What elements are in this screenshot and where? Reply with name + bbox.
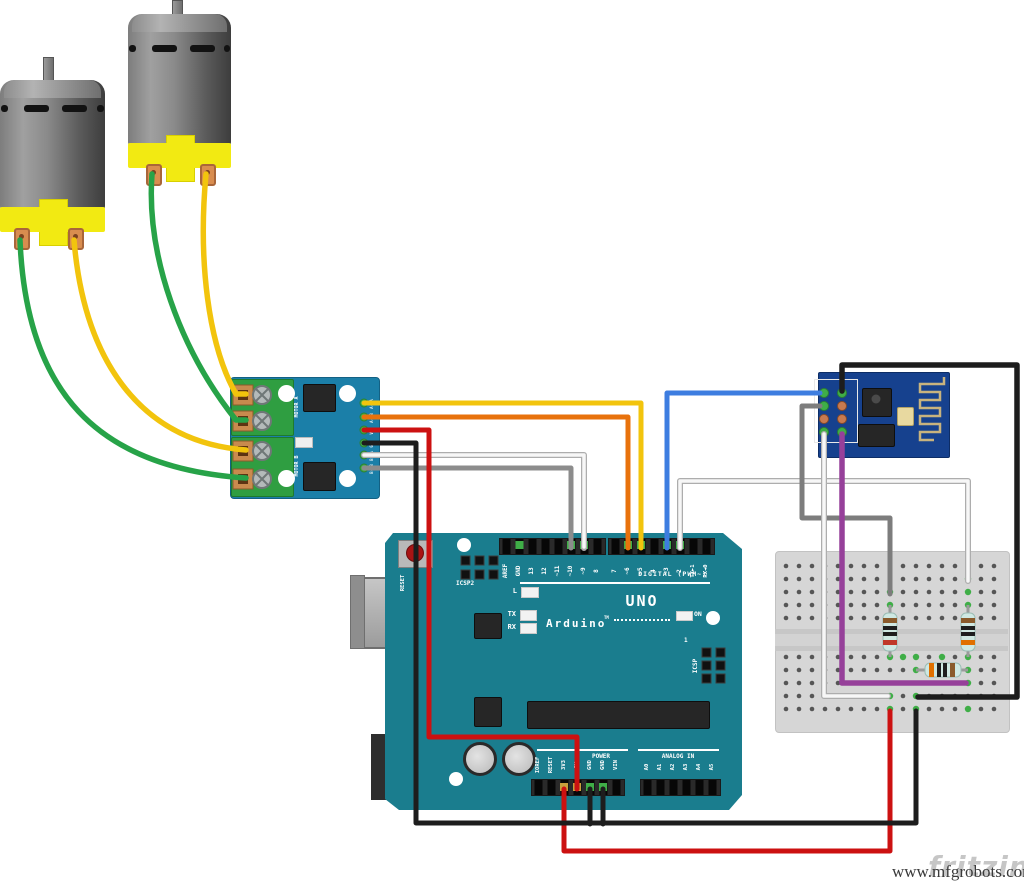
led-l [521,587,539,598]
wire-motor1-yellow [71,237,249,453]
pin1-label: 1 [684,637,688,644]
icsp-label: ICSP [692,658,699,674]
motor1-terminal-left [14,228,30,250]
wire-blue-d3-esp [664,390,823,551]
motor2-terminal-left [146,164,162,186]
icsp2-label: ICSP2 [456,580,475,587]
led-rx [520,623,537,634]
wire-yellow-d5 [361,400,644,551]
uno-model: UNO [625,592,659,610]
esp-pin-header [814,379,858,443]
site-watermark: www.mfgrobots.com [892,862,1024,881]
capacitor-2 [502,742,536,776]
wire-motor1-green [17,237,249,481]
power-header [531,779,625,796]
esp-chip [862,388,892,417]
digital-header-right [608,538,715,555]
usb-interface-chip [474,613,502,639]
reset-label: RESET [400,574,406,592]
analog-header [640,779,721,796]
motor1-cap [4,80,101,98]
esp-flash-chip [858,424,895,447]
motor2-body [128,14,231,148]
arduino-tm: TM [604,615,609,620]
fritzing-watermark: fritzing [928,850,1024,883]
wire-orange-d6 [361,414,631,551]
esp-crystal [897,407,914,426]
led-on [676,611,693,621]
motor2-base [128,143,231,168]
motor2-cap [132,14,227,32]
arduino-brand: Arduino [546,617,607,630]
motor1-body [0,80,105,212]
led-tx [520,610,537,621]
terminal-block-motor-b [231,437,294,497]
motor1-base [0,207,105,232]
atmega-chip [527,701,710,729]
driver-ic-2 [303,462,336,491]
motor-b-label: MOTOR B [294,455,300,477]
motor1-terminal-right [68,228,84,250]
driver-ic-1 [303,384,336,412]
digital-header-left [499,538,606,555]
motor2-terminal-right [200,164,216,186]
wire-motor2-yellow [200,171,249,397]
motor-a-label: MOTOR A [294,396,300,418]
capacitor-1 [463,742,497,776]
